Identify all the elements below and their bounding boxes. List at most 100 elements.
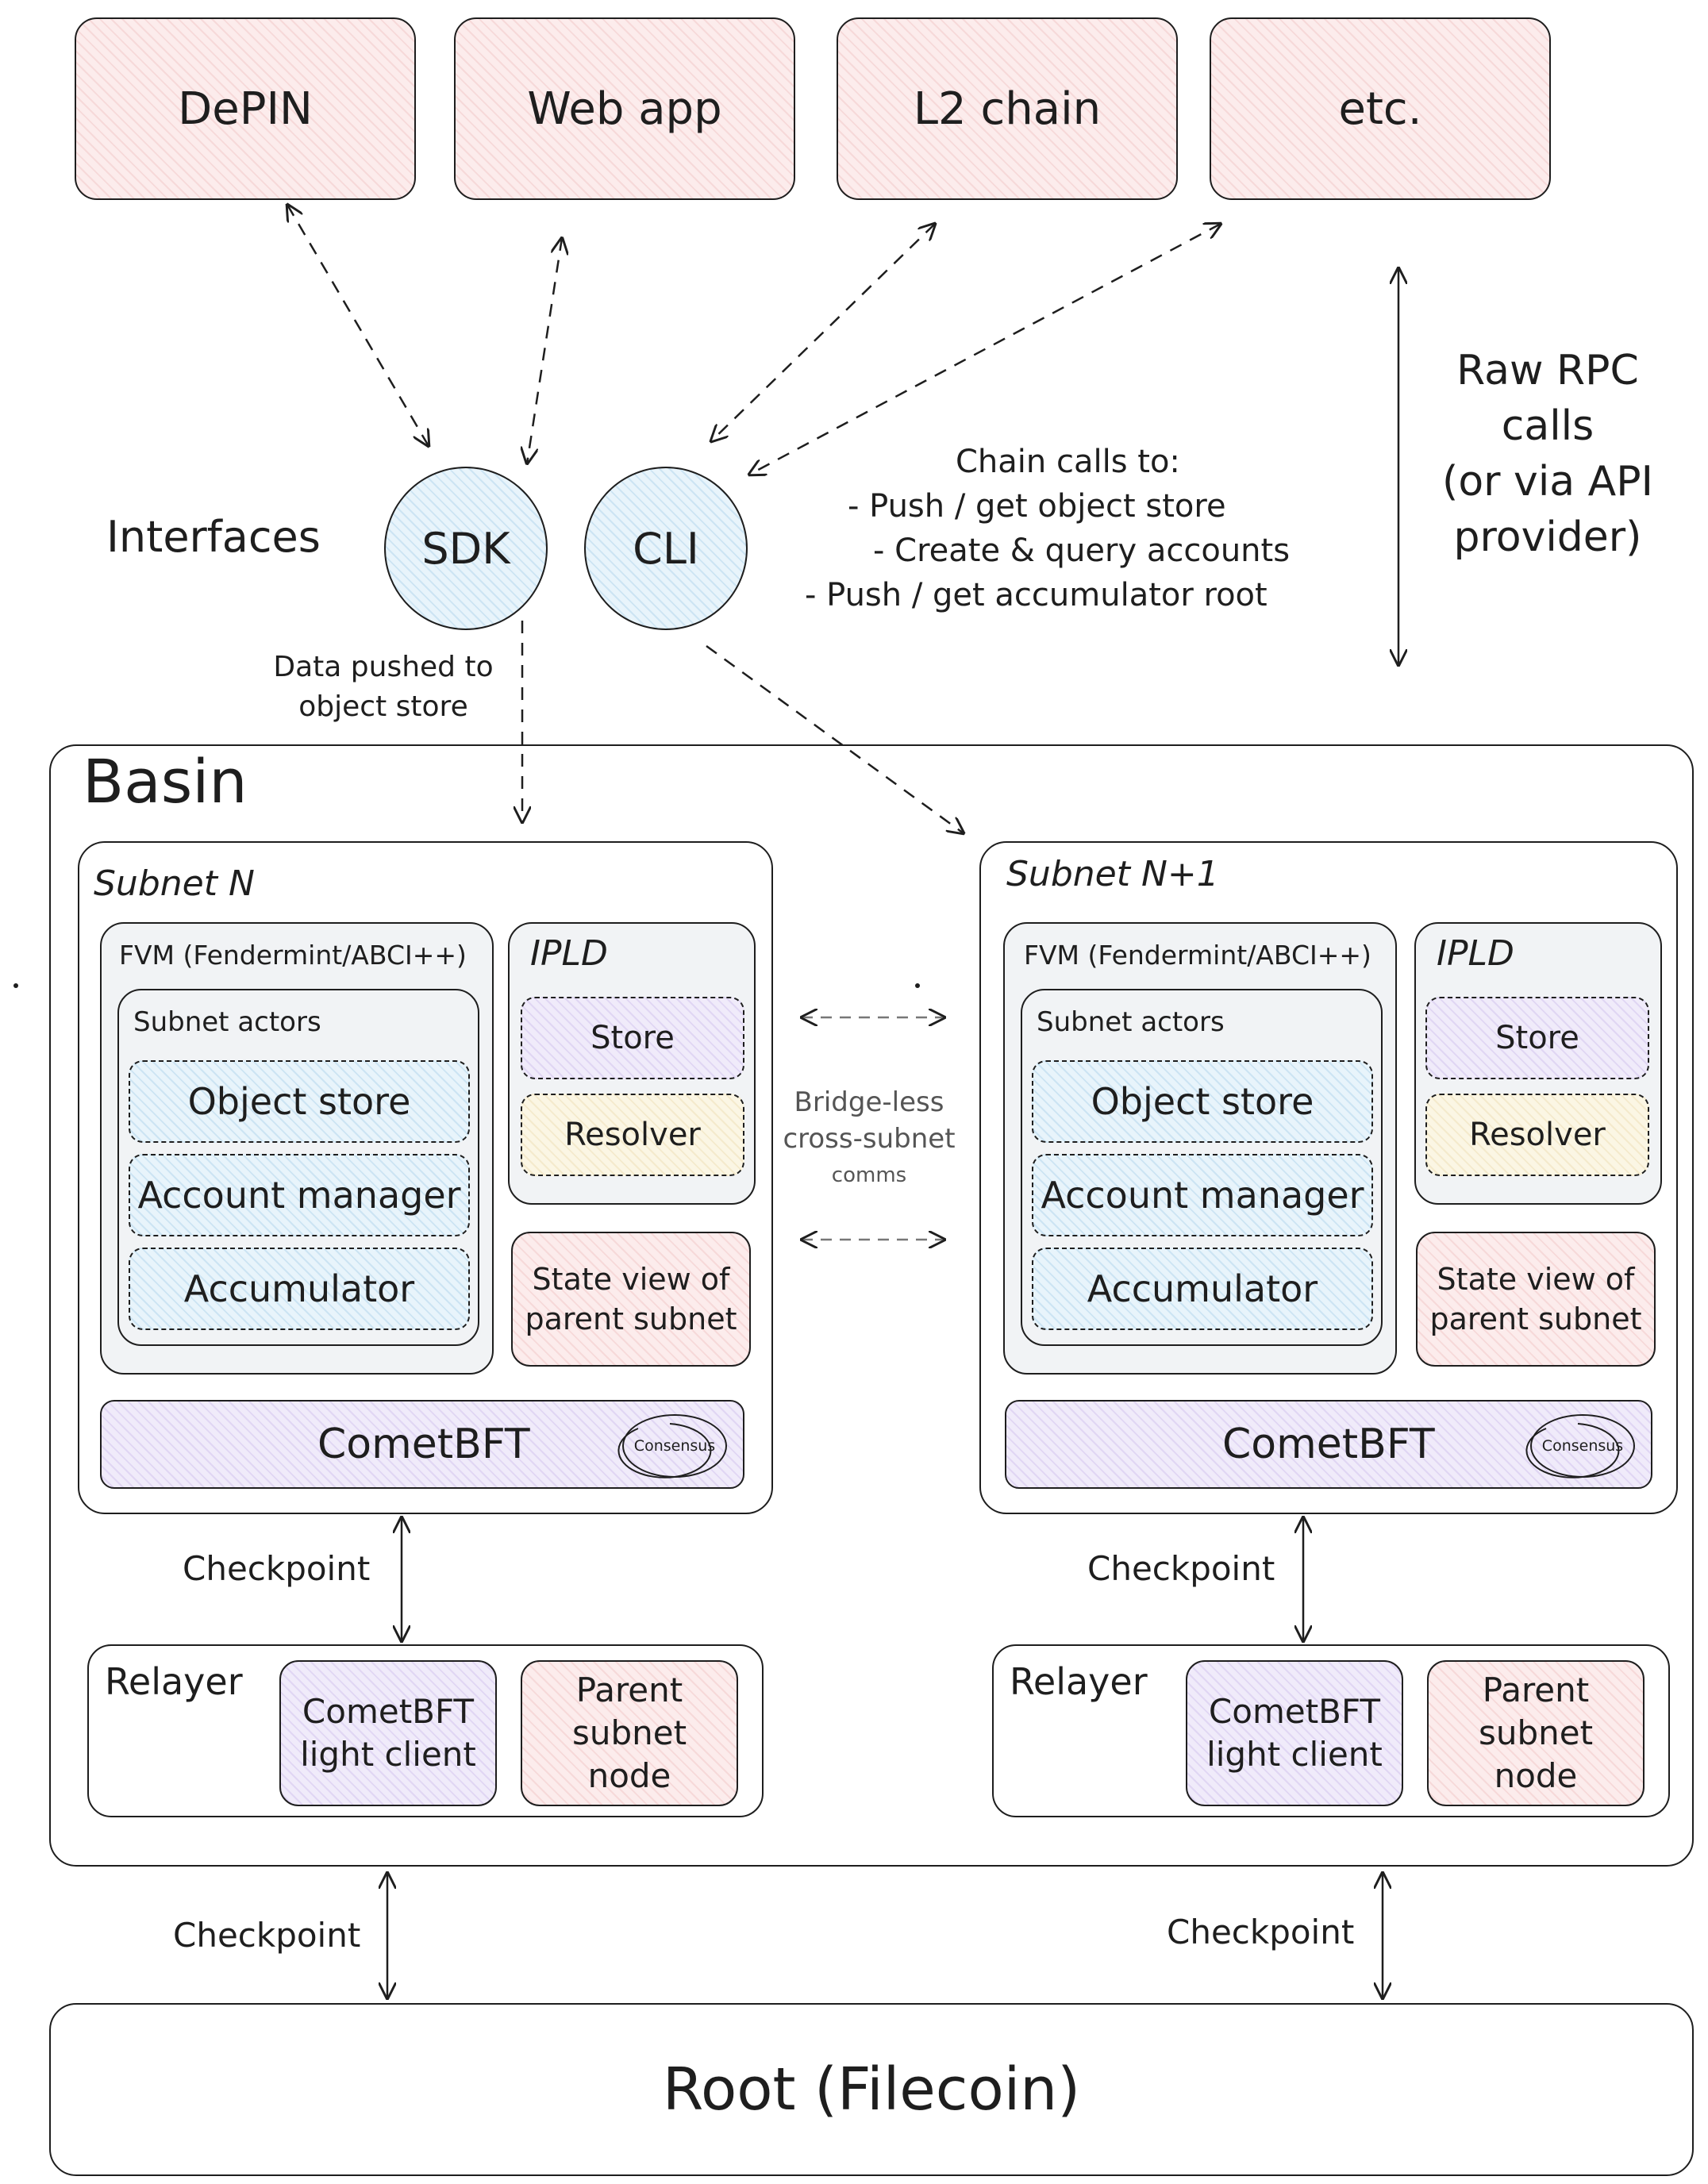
etc-box: etc. [1210,17,1551,200]
bridge-less-line-2: cross-subnet [783,1123,956,1155]
subnet-n1-object-store-label: Object store [1091,1080,1314,1123]
subnet-n-light-client-line-1: CometBFT [302,1692,475,1731]
subnet-n1-checkpoint-label: Checkpoint [1087,1549,1275,1588]
subnet-n1-light-client: CometBFT light client [1186,1660,1403,1806]
subnet-n-object-store-label: Object store [187,1080,411,1123]
arrow-l2-cli [711,224,935,441]
subnet-n-title: Subnet N [94,863,255,904]
subnet-n-light-client-line-2: light client [300,1735,476,1774]
bridge-less-line-3: comms [831,1163,907,1187]
subnet-n1-cometbft: CometBFT Consensus [1005,1400,1652,1489]
subnet-n-state-view-line-1: State view of [532,1262,730,1297]
subnet-n1-ipld-resolver-label: Resolver [1469,1117,1606,1153]
sdk-label: SDK [421,523,510,574]
subnet-n1-consensus-label: Consensus [1541,1437,1624,1455]
subnet-n-account-manager: Account manager [129,1154,470,1236]
subnet-n-consensus-label: Consensus [633,1437,716,1455]
subnet-n1-title: Subnet N+1 [1006,854,1219,894]
subnet-n-state-view-line-2: parent subnet [525,1302,737,1336]
chain-calls-item-1: - Push / get object store [848,488,1226,525]
subnet-n1-state-view-label: State view of parent subnet [1429,1259,1641,1339]
root-label: Root (Filecoin) [662,2055,1081,2124]
root-box: Root (Filecoin) [49,2003,1694,2176]
raw-rpc-line-3: (or via API [1442,458,1653,506]
subnet-n-accumulator: Accumulator [129,1248,470,1330]
subnet-n-parent-node-line-1: Parent [575,1671,683,1709]
stray-dot [13,983,18,988]
subnet-n-ipld-title: IPLD [530,933,608,974]
subnet-n1-consensus-badge: Consensus [1530,1414,1635,1478]
subnet-n1-state-view-line-1: State view of [1437,1262,1635,1297]
subnet-n-ipld-store: Store [521,997,744,1079]
etc-label: etc. [1338,83,1422,135]
cli-circle: CLI [584,467,748,630]
subnet-n1-state-view-line-2: parent subnet [1429,1302,1642,1336]
subnet-n1-relayer-label: Relayer [1010,1660,1148,1703]
data-pushed-line-1: Data pushed to [273,651,494,683]
depin-box: DePIN [75,17,416,200]
chain-calls-heading: Chain calls to: [956,444,1180,480]
subnet-n-actors-title: Subnet actors [133,1006,321,1038]
subnet-n-consensus-badge: Consensus [622,1414,727,1478]
subnet-n1-state-view: State view of parent subnet [1416,1232,1656,1367]
subnet-n1-object-store: Object store [1032,1060,1373,1143]
subnet-n-cometbft-label: CometBFT [317,1421,530,1468]
subnet-n-light-client-label: CometBFT light client [300,1690,476,1776]
subnet-n1-light-client-label: CometBFT light client [1206,1690,1383,1776]
data-pushed-line-2: object store [298,690,468,723]
subnet-n-parent-node-line-2: subnet [571,1713,687,1752]
subnet-n-object-store: Object store [129,1060,470,1143]
bridge-less-line-1: Bridge-less [794,1086,944,1118]
chain-calls-item-3: - Push / get accumulator root [805,577,1268,613]
raw-rpc-label: Raw RPC calls (or via API provider) [1413,343,1683,565]
subnet-n1-actors-title: Subnet actors [1037,1006,1225,1038]
subnet-n-ipld-resolver: Resolver [521,1094,744,1176]
basin-title: Basin [83,746,248,817]
subnet-n-checkpoint-label: Checkpoint [183,1549,371,1588]
subnet-n1-ipld-title: IPLD [1437,933,1514,974]
subnet-n-cometbft: CometBFT Consensus [100,1400,744,1489]
subnet-n-parent-node: Parent subnet node [521,1660,738,1806]
depin-label: DePIN [178,83,313,135]
subnet-n-relayer-label: Relayer [105,1660,243,1703]
arrow-depin-sdk [287,205,429,446]
arrow-webapp-sdk [527,238,562,463]
root-checkpoint-left-label: Checkpoint [173,1916,361,1955]
subnet-n-state-view-label: State view of parent subnet [525,1259,737,1339]
chain-calls-note: Chain calls to: - Push / get object stor… [805,440,1290,617]
subnet-n1-account-manager: Account manager [1032,1154,1373,1236]
subnet-n-parent-node-label: Parent subnet node [572,1669,687,1798]
subnet-n1-light-client-line-2: light client [1206,1735,1383,1774]
subnet-n1-accumulator: Accumulator [1032,1248,1373,1330]
subnet-n-ipld-store-label: Store [590,1020,675,1056]
subnet-n-state-view: State view of parent subnet [511,1232,751,1367]
subnet-n-account-manager-label: Account manager [137,1174,461,1217]
raw-rpc-line-1: Raw RPC [1456,347,1639,394]
subnet-n-ipld-resolver-label: Resolver [564,1117,701,1153]
subnet-n1-parent-node-line-1: Parent [1482,1671,1590,1709]
raw-rpc-line-2: calls [1501,402,1595,450]
subnet-n-accumulator-label: Accumulator [183,1267,415,1310]
subnet-n1-fvm-label: FVM (Fendermint/ABCI++) [1024,940,1371,971]
subnet-n1-ipld-store-label: Store [1495,1020,1579,1056]
bridge-less-label: Bridge-less cross-subnet comms [762,1084,976,1194]
web-app-box: Web app [454,17,795,200]
subnet-n1-ipld-store: Store [1425,997,1649,1079]
subnet-n1-accumulator-label: Accumulator [1087,1267,1318,1310]
subnet-n1-parent-node: Parent subnet node [1427,1660,1645,1806]
subnet-n-fvm-label: FVM (Fendermint/ABCI++) [119,940,467,971]
subnet-n1-parent-node-line-3: node [1494,1756,1578,1795]
raw-rpc-line-4: provider) [1453,513,1642,561]
chain-calls-item-2: - Create & query accounts [873,533,1291,569]
l2-chain-label: L2 chain [913,83,1102,135]
subnet-n1-cometbft-label: CometBFT [1222,1421,1435,1468]
subnet-n1-parent-node-line-2: subnet [1478,1713,1594,1752]
subnet-n1-ipld-resolver: Resolver [1425,1094,1649,1176]
sdk-circle: SDK [384,467,548,630]
subnet-n-light-client: CometBFT light client [279,1660,497,1806]
web-app-label: Web app [527,83,722,135]
l2-chain-box: L2 chain [837,17,1178,200]
data-pushed-label: Data pushed to object store [252,648,514,727]
interfaces-label: Interfaces [106,512,321,562]
cli-label: CLI [633,523,699,574]
